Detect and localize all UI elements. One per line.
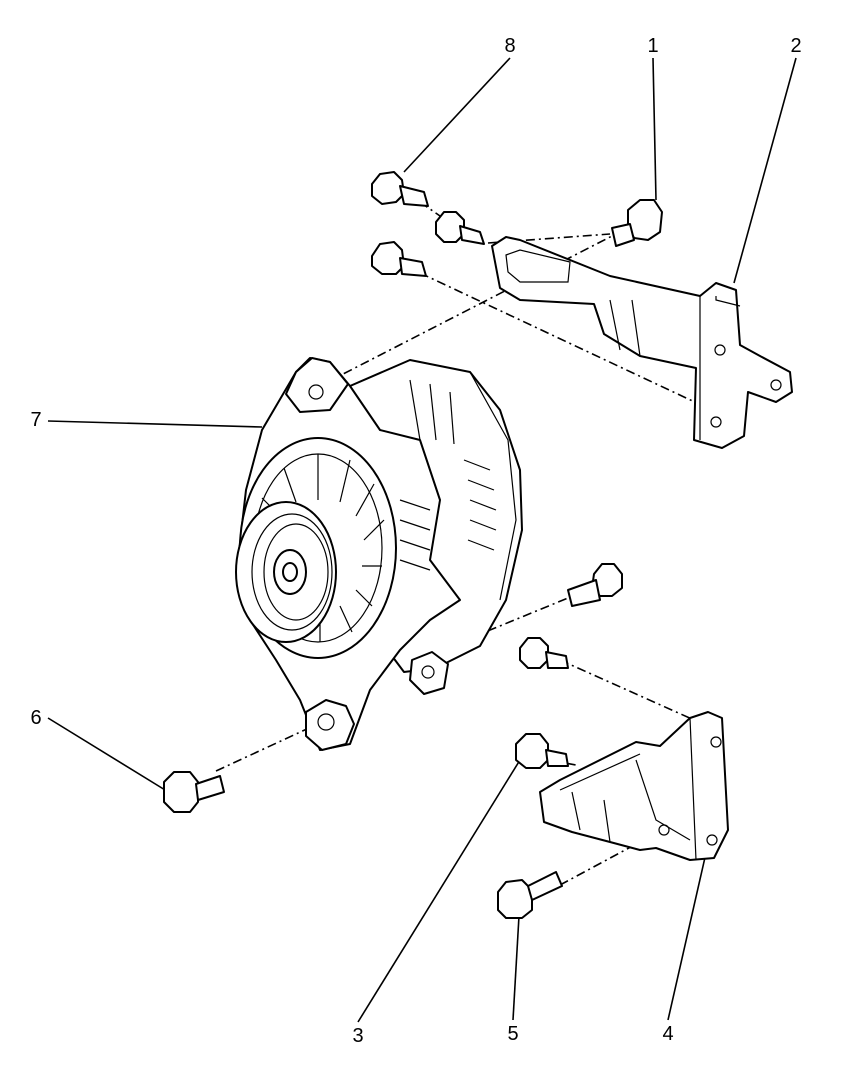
flange-bolt-icon: [163, 563, 623, 919]
callout-number-3: 3: [352, 1025, 364, 1047]
callout-number-6: 6: [30, 707, 42, 729]
upper-bracket-icon: [491, 236, 793, 449]
callout-number-5: 5: [507, 1023, 519, 1045]
callout-number-7: 7: [30, 409, 42, 431]
flange-bolt-icon: [371, 171, 663, 277]
alternator-icon: [235, 357, 523, 751]
callout-number-8: 8: [504, 35, 516, 57]
callout-number-1: 1: [647, 35, 659, 57]
leader-lines: [47, 57, 797, 1023]
callout-number-4: 4: [662, 1023, 674, 1045]
callout-number-2: 2: [790, 35, 802, 57]
lower-bracket-icon: [539, 711, 729, 861]
